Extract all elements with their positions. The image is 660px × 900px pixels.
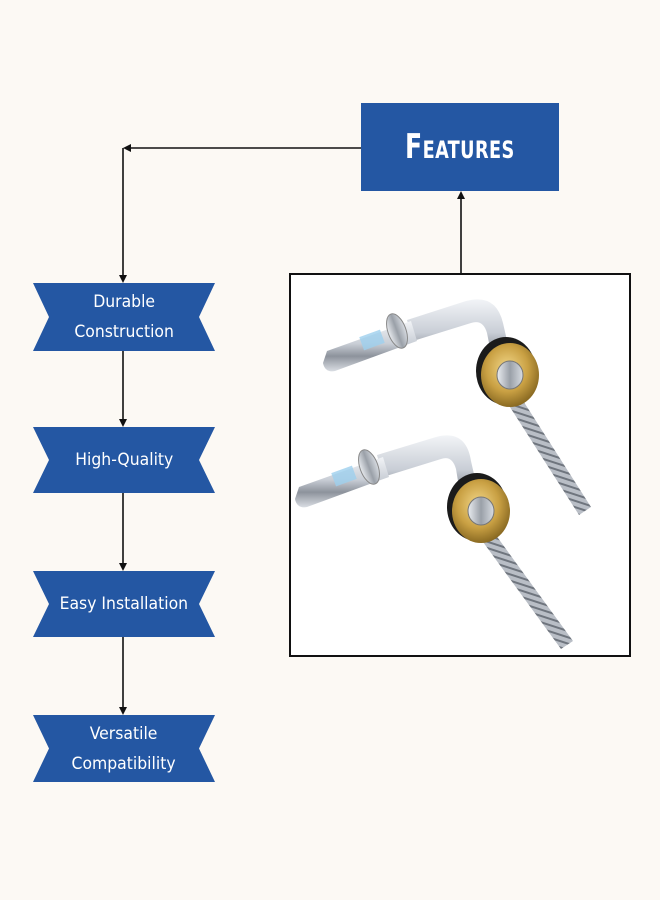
feature-ribbon-high-quality: High-Quality bbox=[33, 427, 215, 493]
ribbon-shape bbox=[33, 571, 215, 637]
feature-label: Durable Construction bbox=[74, 292, 174, 342]
ribbon-shape bbox=[33, 283, 215, 351]
feature-label: Easy Installation bbox=[59, 594, 189, 614]
product-photo bbox=[295, 299, 591, 649]
feature-ribbon-durable-construction: Durable Construction bbox=[33, 283, 215, 351]
ribbon-shape bbox=[33, 715, 215, 782]
title-text: Features bbox=[405, 127, 515, 167]
product-photo-frame bbox=[289, 273, 631, 657]
bolt-upper bbox=[323, 299, 591, 515]
title-box: Features bbox=[361, 103, 559, 191]
ribbon-shape bbox=[33, 427, 215, 493]
feature-label: Versatile Compatibility bbox=[71, 723, 177, 774]
feature-ribbon-easy-installation: Easy Installation bbox=[33, 571, 215, 637]
bolt-lower bbox=[295, 435, 573, 649]
feature-label: High-Quality bbox=[74, 450, 174, 470]
feature-ribbon-versatile-compatibility: Versatile Compatibility bbox=[33, 715, 215, 782]
